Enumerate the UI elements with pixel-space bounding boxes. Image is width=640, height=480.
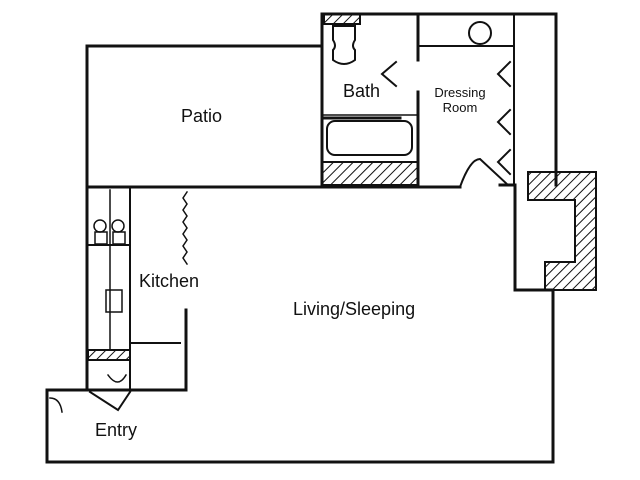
closet-doors [496, 60, 512, 176]
entry-walls [45, 388, 555, 464]
room-label-patio: Patio [181, 106, 223, 126]
toilet-icon [332, 25, 356, 65]
room-label-dressing-room: Dressing Room [428, 85, 492, 115]
burner-icon [112, 231, 126, 245]
room-label-bath: Bath [343, 81, 381, 101]
burner-icon [93, 219, 107, 233]
room-label-entry: Entry [95, 420, 138, 440]
bath-hatch [321, 161, 419, 186]
entry-closet-door [88, 390, 132, 412]
bath-top-hatch [323, 13, 361, 25]
patio-walls [85, 44, 324, 189]
burner-icon [94, 231, 108, 245]
entry-door-swing [49, 397, 63, 413]
fireplace-alcove-walls [513, 183, 555, 464]
room-label-dressing-line1: Dressing [434, 85, 486, 100]
room-label-kitchen: Kitchen [139, 271, 200, 291]
bath-dressing-walls [320, 12, 558, 189]
fireplace-hatch [527, 171, 597, 291]
water-heater [106, 373, 128, 383]
bath-door-swing [380, 60, 398, 88]
accordion-door [182, 190, 189, 266]
burner-icon [111, 219, 125, 233]
room-label-living-sleeping: Living/Sleeping [293, 299, 416, 319]
bathtub-icon [326, 120, 413, 156]
upper-partition-wall [85, 183, 517, 189]
kitchen-end-hatch [87, 349, 131, 361]
sink-icon [468, 21, 492, 45]
room-label-dressing-line2: Room [442, 100, 478, 115]
dressing-door-swing [458, 157, 510, 189]
sink-icon [105, 289, 123, 313]
